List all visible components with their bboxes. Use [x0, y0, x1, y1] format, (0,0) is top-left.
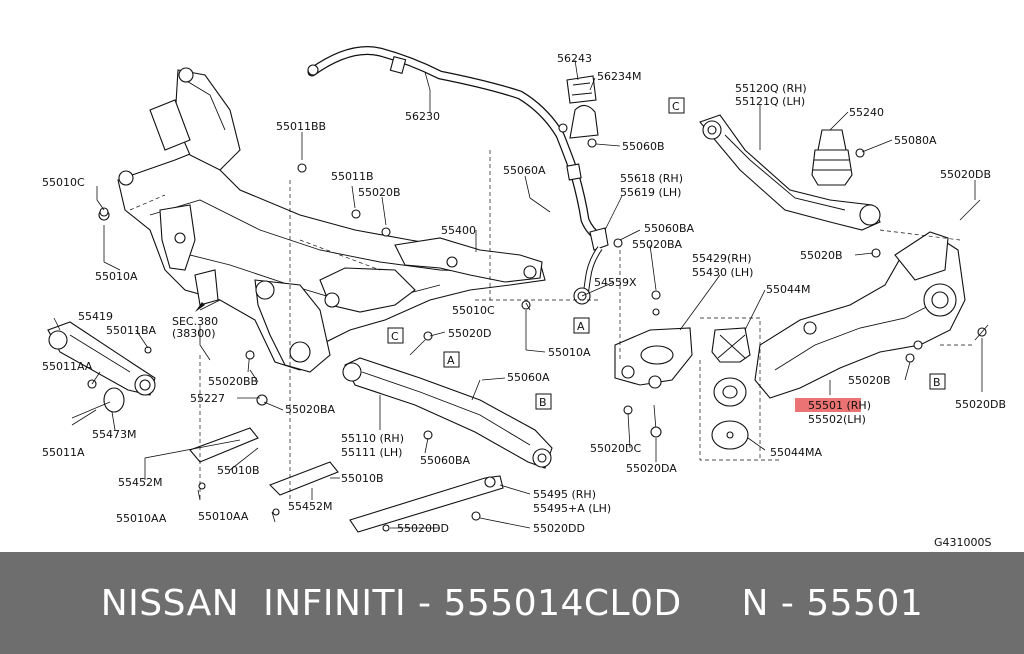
- spring-insulator-55044m: [711, 327, 751, 450]
- label-55110: 55110 (RH): [341, 432, 404, 445]
- label-55495: 55495 (RH): [533, 488, 596, 501]
- label-55020b-b: 55020B: [800, 249, 843, 262]
- label-55400: 55400: [441, 224, 476, 237]
- link-55419: [47, 321, 156, 419]
- part-labels: 56243 56234M 56230 55011BB 55060B 55010C…: [42, 52, 1006, 549]
- label-55010b-b: 55010B: [341, 472, 384, 485]
- label-g431000s: G431000S: [934, 536, 992, 549]
- ref-label-b1: B: [539, 396, 547, 409]
- rear-arm-55501: [754, 231, 987, 399]
- stabilizer-link-55618: [573, 227, 609, 305]
- label-55120q: 55120Q (RH): [735, 82, 807, 95]
- label-55010a-a: 55010A: [95, 270, 138, 283]
- lateral-rod-55495: [349, 475, 504, 533]
- label-55011b: 55011B: [331, 170, 374, 183]
- label-55044m: 55044M: [766, 283, 810, 296]
- label-55080a: 55080A: [894, 134, 937, 147]
- label-55011bb: 55011BB: [276, 120, 326, 133]
- label-55430: 55430 (LH): [692, 266, 753, 279]
- label-55010a-b: 55010A: [548, 346, 591, 359]
- stabilizer-bushing-56243: [558, 75, 599, 148]
- label-55020ba-b: 55020BA: [285, 403, 336, 416]
- label-55020da: 55020DA: [626, 462, 677, 475]
- label-55044ma: 55044MA: [770, 446, 822, 459]
- ref-label-a1: A: [447, 354, 455, 367]
- ref-box-a2: A: [573, 317, 590, 334]
- bracket-55452m: [189, 427, 339, 516]
- ref-box-b1: B: [535, 393, 552, 410]
- label-55111: 55111 (LH): [341, 446, 402, 459]
- label-54559x: 54559X: [594, 276, 637, 289]
- label-55619: 55619 (LH): [620, 186, 681, 199]
- label-55060ba-a: 55060BA: [644, 222, 695, 235]
- highlight-55501: [795, 398, 861, 412]
- label-55020dd-b: 55020DD: [533, 522, 585, 535]
- label-55473m: 55473M: [92, 428, 136, 441]
- spring-bracket-55429: [614, 327, 693, 389]
- fasteners: [71, 163, 989, 523]
- ref-box-c2: C: [668, 97, 685, 114]
- ref-label-c2: C: [672, 100, 680, 113]
- parts-diagram: C C A A B B 56243 56234M 56230 55011BB 5…: [42, 46, 1007, 549]
- label-55429: 55429(RH): [692, 252, 752, 265]
- label-55020db-b: 55020DB: [955, 398, 1006, 411]
- ref-label-b2: B: [933, 376, 941, 389]
- section-arrow: [195, 299, 221, 312]
- stabilizer-bar-56230: [307, 46, 605, 243]
- label-55020db-a: 55020DB: [940, 168, 991, 181]
- label-55060a: 55060A: [503, 164, 546, 177]
- label-55452m-b: 55452M: [288, 500, 332, 513]
- ref-label-a2: A: [577, 320, 585, 333]
- label-55011a: 55011A: [42, 446, 85, 459]
- label-55010aa-b: 55010AA: [198, 510, 249, 523]
- bump-stop-55240: [811, 129, 865, 186]
- label-56230: 56230: [405, 110, 440, 123]
- label-55010c-b: 55010C: [452, 304, 495, 317]
- ref-box-b2: B: [929, 373, 946, 390]
- dashed-lines: [129, 150, 975, 500]
- label-55020dc: 55020DC: [590, 442, 641, 455]
- label-55020d: 55020D: [448, 327, 491, 340]
- lower-link-55110: [342, 357, 553, 469]
- label-55495a: 55495+A (LH): [533, 502, 611, 515]
- label-55020b-a: 55020B: [358, 186, 401, 199]
- label-55060a-b: 55060A: [507, 371, 550, 384]
- label-38300: (38300): [172, 327, 216, 340]
- label-55020b-c: 55020B: [848, 374, 891, 387]
- label-55060ba-b: 55060BA: [420, 454, 471, 467]
- label-56234m: 56234M: [597, 70, 641, 83]
- label-55011aa: 55011AA: [42, 360, 93, 373]
- label-sec380: SEC.380: [172, 315, 218, 328]
- label-55227: 55227: [190, 392, 225, 405]
- ref-label-c1: C: [391, 330, 399, 343]
- label-55121q: 55121Q (LH): [735, 95, 805, 108]
- caption-bar: NISSAN INFINITI - 555014CL0D N - 55501: [0, 552, 1024, 654]
- label-55010b-a: 55010B: [217, 464, 260, 477]
- leader-lines: [53, 59, 983, 529]
- label-55060b: 55060B: [622, 140, 665, 153]
- label-55419: 55419: [78, 310, 113, 323]
- ref-box-a1: A: [443, 351, 460, 368]
- ref-box-c1: C: [387, 327, 404, 344]
- label-55010aa-a: 55010AA: [116, 512, 167, 525]
- label-55011ba: 55011BA: [106, 324, 157, 337]
- subframe-55400: [117, 67, 546, 373]
- upper-link-55120q: [699, 114, 881, 231]
- label-55240: 55240: [849, 106, 884, 119]
- label-55618: 55618 (RH): [620, 172, 683, 185]
- label-55010c: 55010C: [42, 176, 85, 189]
- label-55020ba-a: 55020BA: [632, 238, 683, 251]
- label-55020bb: 55020BB: [208, 375, 258, 388]
- label-55502: 55502(LH): [808, 413, 866, 426]
- label-55020dd-a: 55020DD: [397, 522, 449, 535]
- parts-diagram-svg: C C A A B B 56243 56234M 56230 55011BB 5…: [42, 46, 1006, 549]
- label-55452m-a: 55452M: [118, 476, 162, 489]
- caption-text: NISSAN INFINITI - 555014CL0D N - 55501: [100, 582, 924, 624]
- label-55501: 55501 (RH): [808, 399, 871, 412]
- label-56243: 56243: [557, 52, 592, 65]
